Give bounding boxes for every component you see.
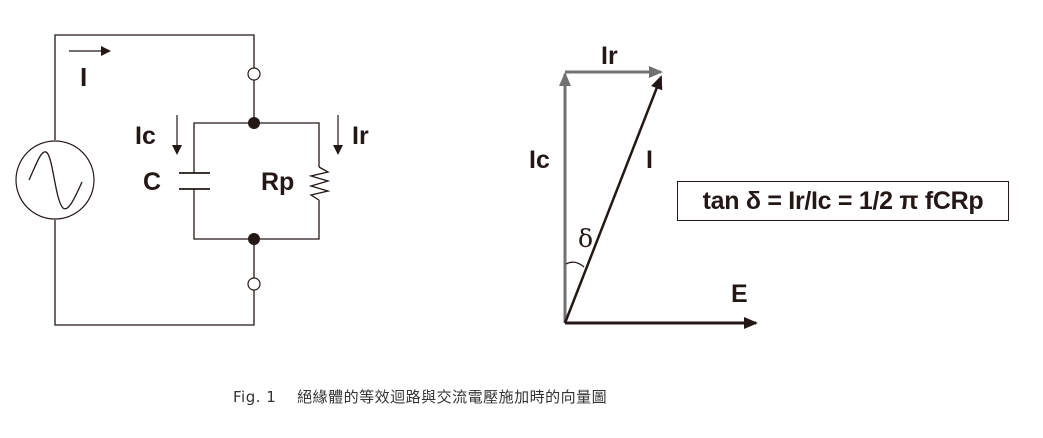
ac-source-icon: [15, 140, 95, 220]
delta-angle-arc: [565, 261, 585, 268]
label-capacitor: C: [143, 168, 162, 196]
label-vector-ic: Ic: [529, 146, 550, 174]
label-resistor-current: Ir: [352, 122, 369, 150]
tan-delta-formula: tan δ = Ir/Ic = 1/2 π fCRp: [702, 186, 984, 215]
label-capacitor-current: Ic: [135, 122, 156, 150]
i-vector: [563, 75, 663, 324]
vector-diagram: [559, 66, 758, 329]
terminal-top: [247, 67, 261, 81]
terminal-bottom: [247, 277, 261, 291]
parallel-branch: [179, 122, 331, 240]
label-vector-e: E: [731, 280, 748, 308]
label-total-current: I: [80, 62, 88, 92]
label-resistor: Rp: [261, 168, 295, 196]
label-vector-i: I: [646, 146, 653, 174]
formula-box: tan δ = Ir/Ic = 1/2 π fCRp: [677, 181, 1009, 221]
outer-wire: [54, 34, 255, 326]
resistor-icon: [308, 166, 331, 201]
node-top: [248, 117, 260, 129]
label-vector-ir: Ir: [601, 42, 618, 70]
node-bottom: [248, 233, 260, 245]
figure-caption: Fig. 1 絕緣體的等效迴路與交流電壓施加時的向量圖: [233, 388, 608, 406]
label-delta: δ: [578, 224, 594, 253]
